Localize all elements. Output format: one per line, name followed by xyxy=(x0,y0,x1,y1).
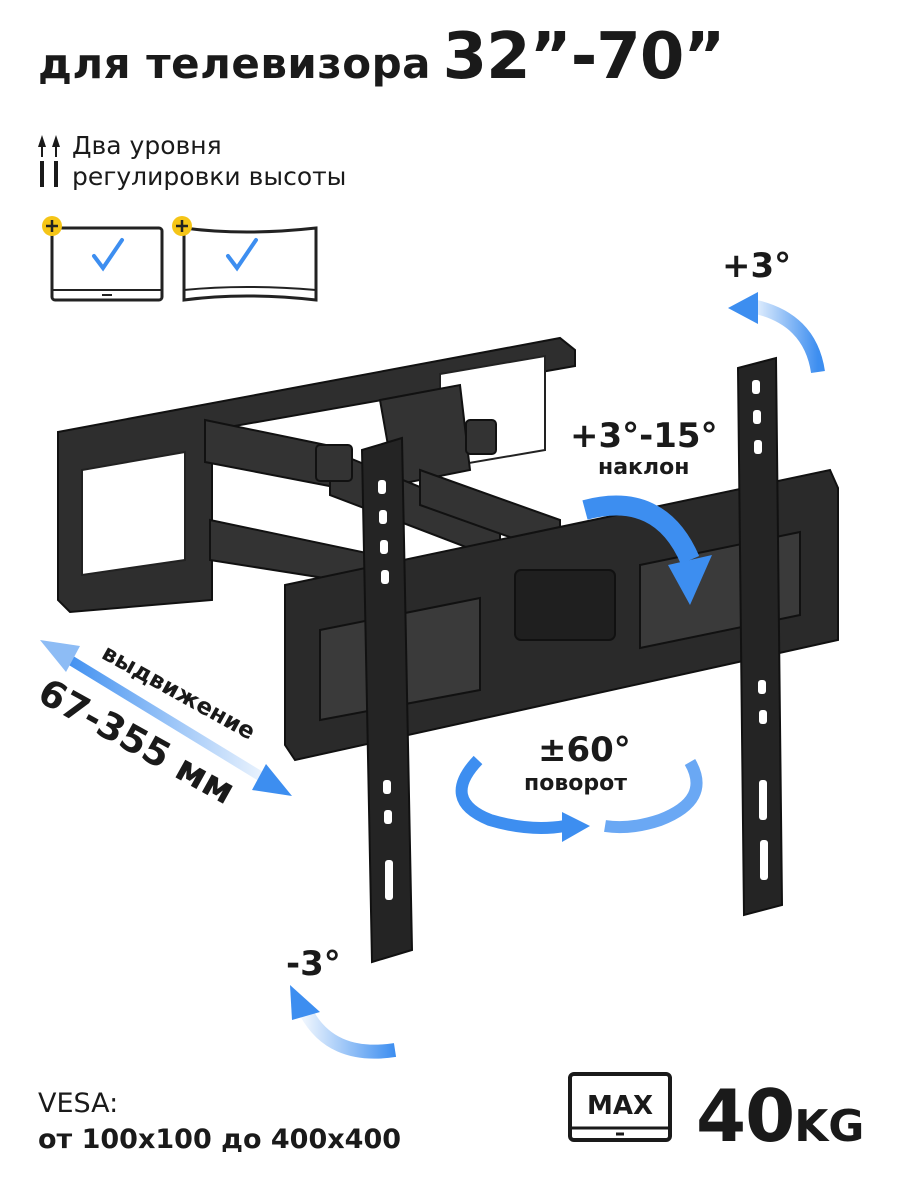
vesa-label: VESA: xyxy=(38,1088,119,1119)
max-badge-text: MAX xyxy=(587,1091,653,1121)
tilt-down-label: -3° xyxy=(286,944,341,984)
title-prefix: для телевизора xyxy=(38,39,432,88)
max-load-number: 40 xyxy=(696,1074,795,1158)
screen-types xyxy=(40,210,340,314)
tilt-caption: наклон xyxy=(598,455,690,480)
flat-screen-icon xyxy=(42,216,164,302)
height-feature-line2: регулировки высоты xyxy=(72,162,347,191)
tilt-up-arrow-icon xyxy=(728,292,825,374)
vertical-rails xyxy=(360,356,784,964)
vesa-range: от 100x100 до 400x400 xyxy=(38,1124,402,1155)
swivel-arrows-icon xyxy=(455,755,703,842)
height-feature: Два уровня регулировки высоты xyxy=(36,130,346,192)
swivel-range-label: ±60° xyxy=(538,730,631,770)
vesa-info: VESA: от 100x100 до 400x400 xyxy=(38,1086,401,1158)
max-monitor-icon: MAX xyxy=(568,1072,672,1142)
title-size-range: 32”-70” xyxy=(442,20,726,94)
max-load-unit: KG xyxy=(794,1101,865,1152)
tilt-down-arrow-icon xyxy=(290,985,397,1059)
tilt-range-label: +3°-15° xyxy=(570,416,718,456)
extension-arrow-icon xyxy=(40,640,292,796)
max-load-value: 40KG xyxy=(696,1074,864,1158)
height-levels-icon xyxy=(38,135,60,187)
swivel-caption: поворот xyxy=(524,771,627,796)
tilt-up-label: +3° xyxy=(722,246,792,286)
height-feature-line1: Два уровня xyxy=(72,131,222,160)
curved-screen-icon xyxy=(172,216,318,302)
page-title: для телевизора 32”-70” xyxy=(38,20,726,94)
max-load-badge: MAX xyxy=(566,1070,676,1154)
tilt-arrow-icon xyxy=(582,495,712,605)
